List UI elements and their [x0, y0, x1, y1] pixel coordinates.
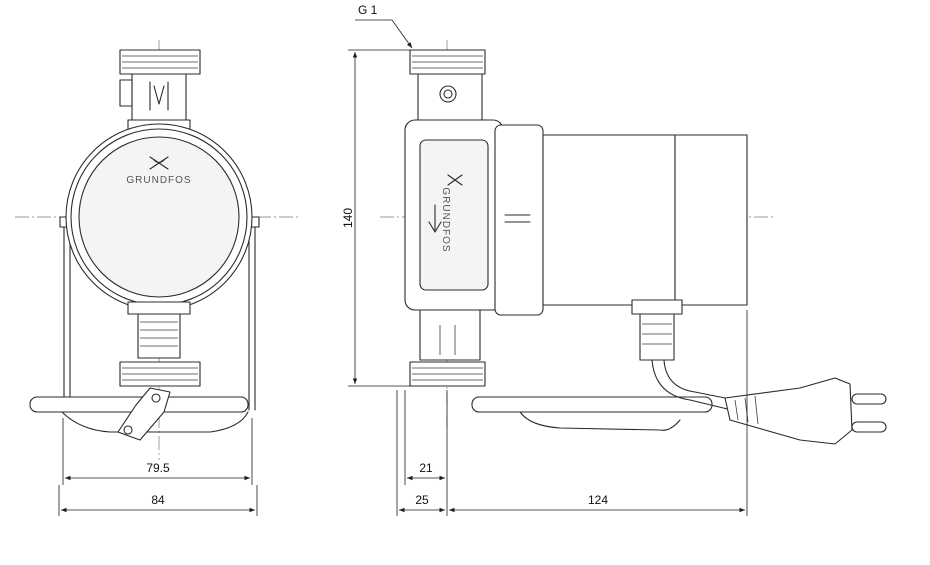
port-outer-label: 25 — [415, 493, 429, 507]
side-stand — [471, 396, 713, 431]
front-bracket — [117, 387, 171, 441]
front-logo-icon — [149, 156, 169, 170]
side-top-thread — [409, 49, 486, 123]
side-pump-body — [404, 119, 504, 311]
side-cable — [631, 299, 746, 413]
length-label: 124 — [588, 493, 608, 507]
dimensions: G 1 140 79.5 84 21 25 124 — [58, 3, 748, 516]
front-cover — [78, 136, 240, 298]
front-lower-body — [119, 301, 201, 387]
front-top-union — [119, 49, 201, 131]
thread-leader — [391, 19, 413, 49]
side-brand-label: GRUNDFOS — [440, 187, 451, 252]
front-brand-label: GRUNDFOS — [126, 175, 191, 186]
port-inner-label: 21 — [419, 461, 433, 475]
height-label: 140 — [341, 208, 355, 228]
side-plug-icon — [724, 377, 887, 445]
side-bottom-thread — [409, 309, 486, 387]
outer-width-label: 84 — [151, 493, 165, 507]
front-view: GRUNDFOS — [15, 40, 300, 460]
side-motor — [494, 124, 748, 316]
thread-label: G 1 — [358, 3, 378, 17]
inner-width-label: 79.5 — [146, 461, 170, 475]
side-view: GRUNDFOS — [380, 40, 887, 445]
